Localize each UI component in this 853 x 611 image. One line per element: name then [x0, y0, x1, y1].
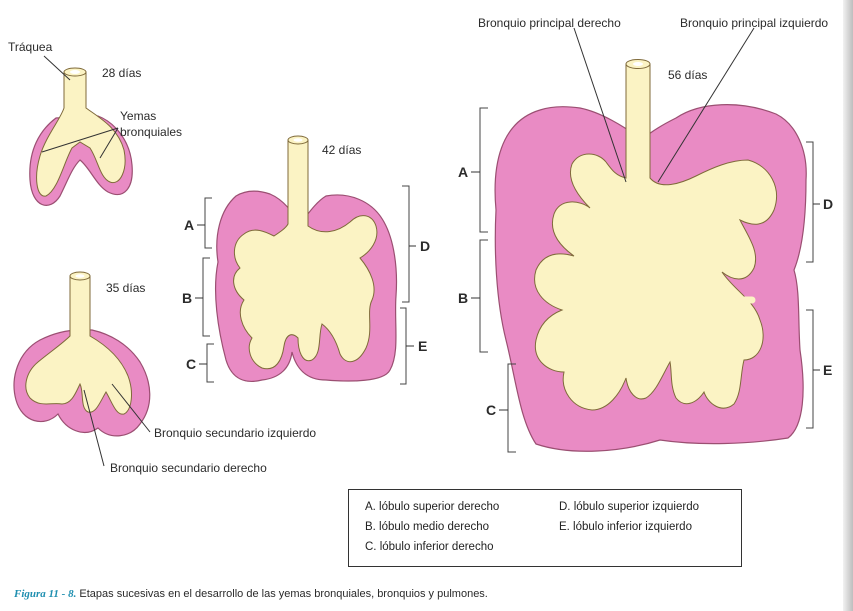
- stage-28-days: [30, 68, 132, 205]
- letter-e-56: E: [823, 362, 832, 378]
- stage-35-days: [14, 272, 150, 436]
- letter-b-42: B: [182, 290, 192, 306]
- figure-caption: Figura 11 - 8. Etapas sucesivas en el de…: [14, 588, 488, 600]
- label-left-main-bronchus: Bronquio principal izquierdo: [680, 16, 828, 30]
- legend-item-b: B. lóbulo medio derecho: [365, 521, 489, 533]
- figure-number: Figura 11 - 8.: [14, 588, 76, 600]
- label-42-days: 42 días: [322, 143, 361, 157]
- stage-56-days: [495, 60, 806, 452]
- legend-item-d: D. lóbulo superior izquierdo: [559, 501, 699, 513]
- legend-item-c: C. lóbulo inferior derecho: [365, 541, 494, 553]
- trachea-28: [37, 72, 125, 196]
- letter-e-42: E: [418, 338, 427, 354]
- epithelium-42: [234, 140, 377, 369]
- label-right-main-bronchus: Bronquio principal derecho: [478, 16, 621, 30]
- page-edge: [843, 0, 853, 611]
- label-right-secondary-bronchus: Bronquio secundario derecho: [110, 461, 267, 475]
- label-bronchial-buds: Yemas bronquiales: [120, 108, 182, 140]
- label-35-days: 35 días: [106, 281, 145, 295]
- letter-c-42: C: [186, 356, 196, 372]
- legend-item-e: E. lóbulo inferior izquierdo: [559, 521, 692, 533]
- letter-a-56: A: [458, 164, 468, 180]
- label-trachea: Tráquea: [8, 40, 52, 54]
- label-56-days: 56 días: [668, 68, 707, 82]
- label-left-secondary-bronchus: Bronquio secundario izquierdo: [154, 426, 316, 440]
- legend-item-a: A. lóbulo superior derecho: [365, 501, 499, 513]
- letter-d-56: D: [823, 196, 833, 212]
- letter-c-56: C: [486, 402, 496, 418]
- letter-d-42: D: [420, 238, 430, 254]
- letter-a-42: A: [184, 217, 194, 233]
- stage-42-days: [216, 136, 397, 381]
- lobe-legend: A. lóbulo superior derecho B. lóbulo med…: [348, 489, 742, 567]
- label-28-days: 28 días: [102, 66, 141, 80]
- letter-b-56: B: [458, 290, 468, 306]
- caption-text: Etapas sucesivas en el desarrollo de las…: [76, 588, 488, 600]
